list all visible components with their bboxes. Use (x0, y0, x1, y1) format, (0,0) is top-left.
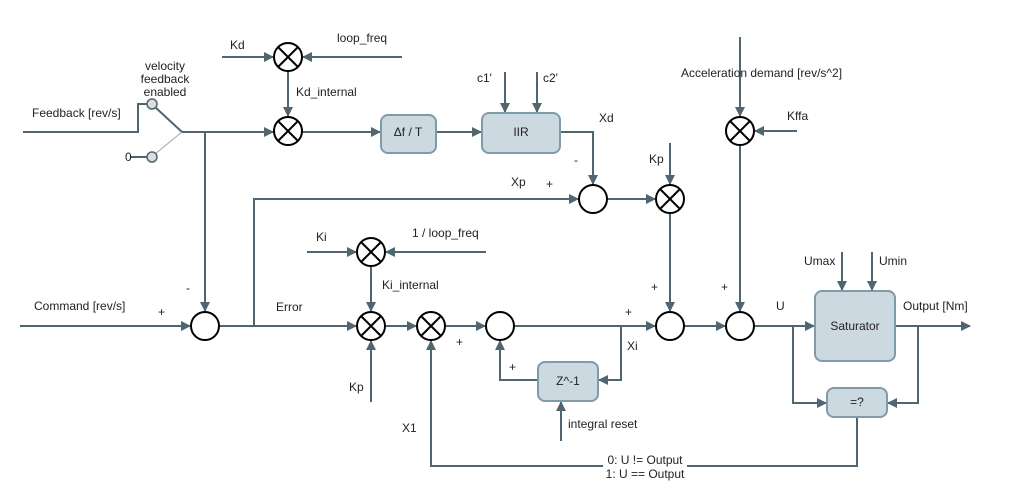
label-velocity-fb-1: velocity (145, 59, 185, 73)
svg-text:Δf / T: Δf / T (394, 125, 423, 139)
label-c2: c2' (543, 71, 558, 85)
label-plus-cmd: + (158, 305, 165, 319)
labels: Kd loop_freq Kd_internal velocity feedba… (32, 31, 968, 481)
label-plus-xp: + (546, 177, 553, 191)
switch-contact-feedback (146, 98, 158, 110)
svg-text:=?: =? (850, 395, 864, 409)
multiplier-kd (273, 42, 303, 72)
multiplier-ki (356, 237, 386, 267)
sum-pid (655, 311, 685, 341)
block-differentiator: Δf / T (380, 114, 437, 154)
label-inv-loop-freq: 1 / loop_freq (412, 226, 479, 240)
label-output: Output [Nm] (903, 299, 968, 313)
block-delay: Z^-1 (537, 361, 599, 402)
switch-contact-zero (146, 151, 158, 163)
label-plus-z: + (509, 360, 516, 374)
label-command: Command [rev/s] (34, 299, 125, 313)
label-velocity-fb-3: enabled (144, 85, 187, 99)
label-xd: Xd (599, 111, 614, 125)
label-xp: Xp (511, 175, 526, 189)
wires (20, 37, 971, 467)
label-kd: Kd (230, 38, 245, 52)
label-plus-xi: + (625, 305, 632, 319)
block-iir: IIR (481, 112, 561, 154)
label-zero: 0 (125, 150, 132, 164)
label-cond-0: 0: U != Output (607, 453, 683, 467)
label-kd-internal: Kd_internal (296, 85, 357, 99)
multiplier-x1 (416, 311, 446, 341)
label-error: Error (276, 300, 303, 314)
label-kp-top: Kp (649, 152, 664, 166)
label-loop-freq: loop_freq (337, 31, 387, 45)
label-x1: X1 (402, 421, 417, 435)
label-plus-p: + (651, 280, 658, 294)
label-feedback: Feedback [rev/s] (32, 106, 121, 120)
svg-text:IIR: IIR (513, 125, 529, 139)
label-kffa: Kffa (787, 109, 808, 123)
label-ki-internal: Ki_internal (382, 278, 439, 292)
label-acc-demand: Acceleration demand [rev/s^2] (681, 66, 842, 80)
svg-text:Saturator: Saturator (830, 319, 879, 333)
label-cond-1: 1: U == Output (606, 467, 685, 481)
label-minus-xd: - (574, 153, 578, 167)
label-plus-mul: + (456, 335, 463, 349)
sum-feedforward (725, 311, 755, 341)
label-ki: Ki (316, 230, 327, 244)
label-u: U (776, 299, 785, 313)
multiplier-kp-top (655, 184, 685, 214)
label-integral-reset: integral reset (568, 417, 638, 431)
block-compare: =? (826, 387, 888, 418)
multiplier-kffa (725, 116, 755, 146)
multiplier-kd-internal (273, 116, 303, 146)
label-umax: Umax (804, 254, 835, 268)
sum-error (190, 311, 220, 341)
label-umin: Umin (879, 254, 907, 268)
sum-xp-xd (578, 184, 608, 214)
label-minus-fb: - (186, 281, 190, 295)
svg-text:Z^-1: Z^-1 (556, 374, 580, 388)
label-c1: c1' (477, 71, 492, 85)
block-saturator: Saturator (814, 290, 896, 362)
sum-integrator (485, 311, 515, 341)
label-velocity-fb-2: feedback (141, 72, 191, 86)
multiplier-error (356, 311, 386, 341)
label-plus-acc: + (721, 280, 728, 294)
label-xi: Xi (627, 339, 638, 353)
label-kp-bottom: Kp (349, 380, 364, 394)
